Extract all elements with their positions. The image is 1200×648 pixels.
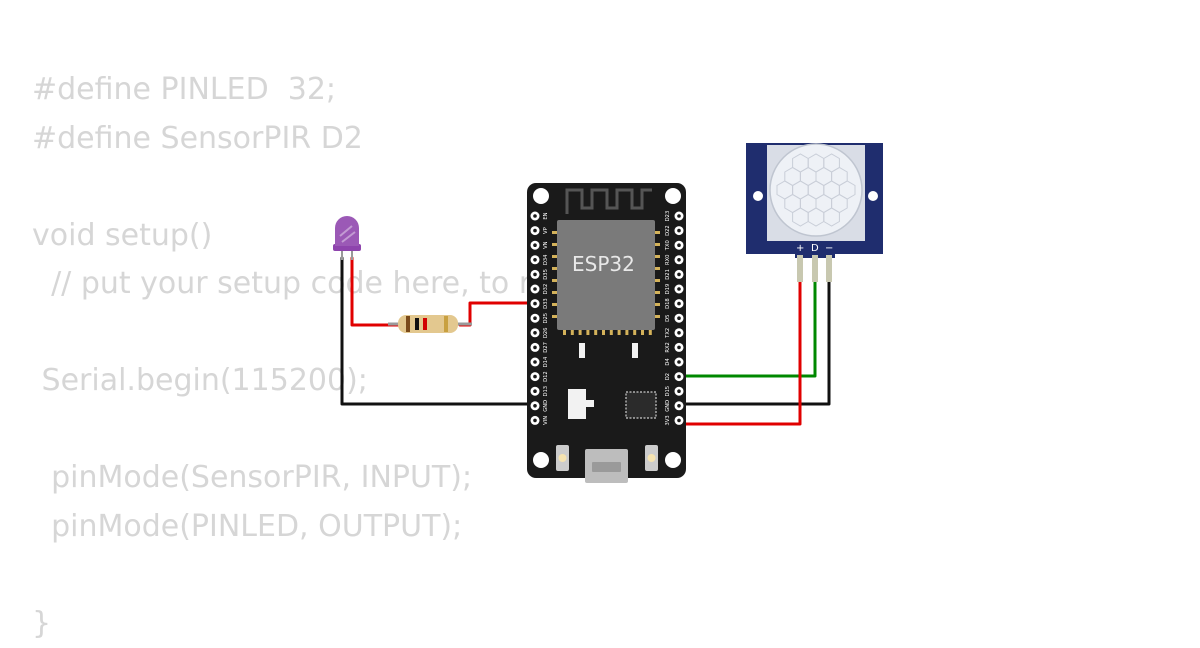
resistor-band-4: [444, 316, 448, 332]
esp32-en-button-cap: [559, 454, 567, 462]
esp32-pin-label: VIN: [543, 416, 549, 425]
esp32-pin-hole: [677, 243, 681, 247]
esp32-pin-hole: [677, 389, 681, 393]
esp32-board[interactable]: ESP32 ENVPVND34D35D32D33D25D26D27D14D12D…: [527, 183, 686, 483]
esp32-pin-hole: [677, 316, 681, 320]
esp32-chip-label: ESP32: [572, 252, 635, 276]
esp32-pin-hole: [677, 229, 681, 233]
pir-label-minus: −: [825, 243, 833, 254]
esp32-pin-hole: [533, 287, 537, 291]
esp32-pin-hole: [533, 331, 537, 335]
wire-gnd-to-pir-minus[interactable]: [679, 282, 829, 404]
esp32-pin-hole: [677, 287, 681, 291]
esp32-pin-hole: [677, 273, 681, 277]
esp32-pin-hole: [677, 360, 681, 364]
esp32-pin-hole: [533, 360, 537, 364]
esp32-pin-label: D21: [665, 269, 671, 280]
esp32-pin-hole: [533, 389, 537, 393]
esp32-pin-label: D32: [543, 284, 549, 295]
esp32-regulator: [568, 389, 586, 419]
esp32-pin-label: TX2: [665, 328, 671, 339]
esp32-capacitor-2: [632, 343, 638, 358]
esp32-pin-label: VN: [543, 241, 549, 249]
esp32-pin-hole: [677, 302, 681, 306]
esp32-pin-hole: [533, 346, 537, 350]
circuit-diagram: ESP32 ENVPVND34D35D32D33D25D26D27D14D12D…: [0, 0, 1200, 630]
resistor[interactable]: [388, 315, 472, 333]
esp32-pin-hole: [533, 302, 537, 306]
pir-label-data: D: [811, 243, 819, 254]
esp32-pin-label: D13: [543, 386, 549, 397]
resistor-band-2: [415, 318, 419, 330]
esp32-usb-bridge-chip: [626, 392, 656, 418]
esp32-usb-port-inner: [592, 462, 621, 472]
esp32-pin-label: D27: [543, 342, 549, 353]
resistor-band-3: [423, 318, 427, 330]
pir-pin-minus: [826, 255, 832, 282]
esp32-pin-hole: [533, 273, 537, 277]
esp32-pin-hole: [677, 331, 681, 335]
resistor-band-1: [406, 316, 410, 332]
pir-mount-hole-left: [753, 191, 763, 201]
esp32-pin-label: GND: [543, 400, 549, 412]
esp32-pin-hole: [533, 419, 537, 423]
esp32-pin-label: D12: [543, 371, 549, 382]
esp32-capacitor-1: [579, 343, 585, 358]
esp32-pin-label: TX0: [665, 240, 671, 251]
esp32-pin-label: D4: [665, 358, 671, 366]
esp32-pin-hole: [677, 404, 681, 408]
pir-sensor[interactable]: + D −: [746, 143, 883, 282]
esp32-mount-hole-bl: [533, 452, 549, 468]
esp32-pin-label: D14: [543, 356, 549, 367]
esp32-mount-hole-br: [665, 452, 681, 468]
esp32-pin-label: D35: [543, 269, 549, 280]
esp32-pin-hole: [533, 375, 537, 379]
esp32-pin-hole: [533, 316, 537, 320]
wire-d2-to-pir-data[interactable]: [679, 282, 815, 376]
esp32-pin-label: 3V3: [665, 415, 671, 425]
esp32-pin-label: RX0: [665, 255, 671, 265]
esp32-pin-label: GND: [665, 400, 671, 412]
wire-resistor-to-d33[interactable]: [460, 303, 537, 325]
esp32-mount-hole-tr: [665, 188, 681, 204]
esp32-pin-label: D2: [665, 373, 671, 380]
esp32-pin-label: D23: [665, 211, 671, 222]
esp32-pin-hole: [533, 404, 537, 408]
pir-label-plus: +: [796, 243, 804, 254]
esp32-pin-label: VP: [543, 227, 549, 234]
esp32-pin-hole: [677, 375, 681, 379]
esp32-pin-hole: [533, 229, 537, 233]
esp32-pin-label: D34: [543, 254, 549, 265]
esp32-pin-hole: [677, 258, 681, 262]
pir-pin-data: [812, 255, 818, 282]
esp32-pin-hole: [533, 258, 537, 262]
esp32-boot-button-cap: [648, 454, 656, 462]
pir-lens-dome: [770, 144, 862, 236]
wire-led-to-resistor[interactable]: [352, 258, 400, 325]
esp32-pin-label: D22: [665, 225, 671, 236]
esp32-pin-label: D26: [543, 327, 549, 338]
esp32-pin-label: D33: [543, 298, 549, 309]
esp32-pin-hole: [533, 243, 537, 247]
esp32-pin-label: D18: [665, 298, 671, 309]
esp32-regulator-pin: [586, 400, 594, 407]
esp32-pin-hole: [677, 346, 681, 350]
esp32-pin-label: D19: [665, 284, 671, 295]
esp32-pin-label: D25: [543, 313, 549, 324]
esp32-pin-label: D5: [665, 315, 671, 322]
esp32-mount-hole-tl: [533, 188, 549, 204]
led[interactable]: [333, 216, 361, 260]
esp32-pin-hole: [677, 419, 681, 423]
esp32-pin-hole: [677, 214, 681, 218]
pir-pin-plus: [797, 255, 803, 282]
esp32-pin-label: EN: [543, 212, 549, 219]
esp32-pin-label: D15: [665, 386, 671, 397]
esp32-pin-hole: [533, 214, 537, 218]
esp32-pin-label: RX2: [665, 342, 671, 352]
pir-mount-hole-right: [868, 191, 878, 201]
